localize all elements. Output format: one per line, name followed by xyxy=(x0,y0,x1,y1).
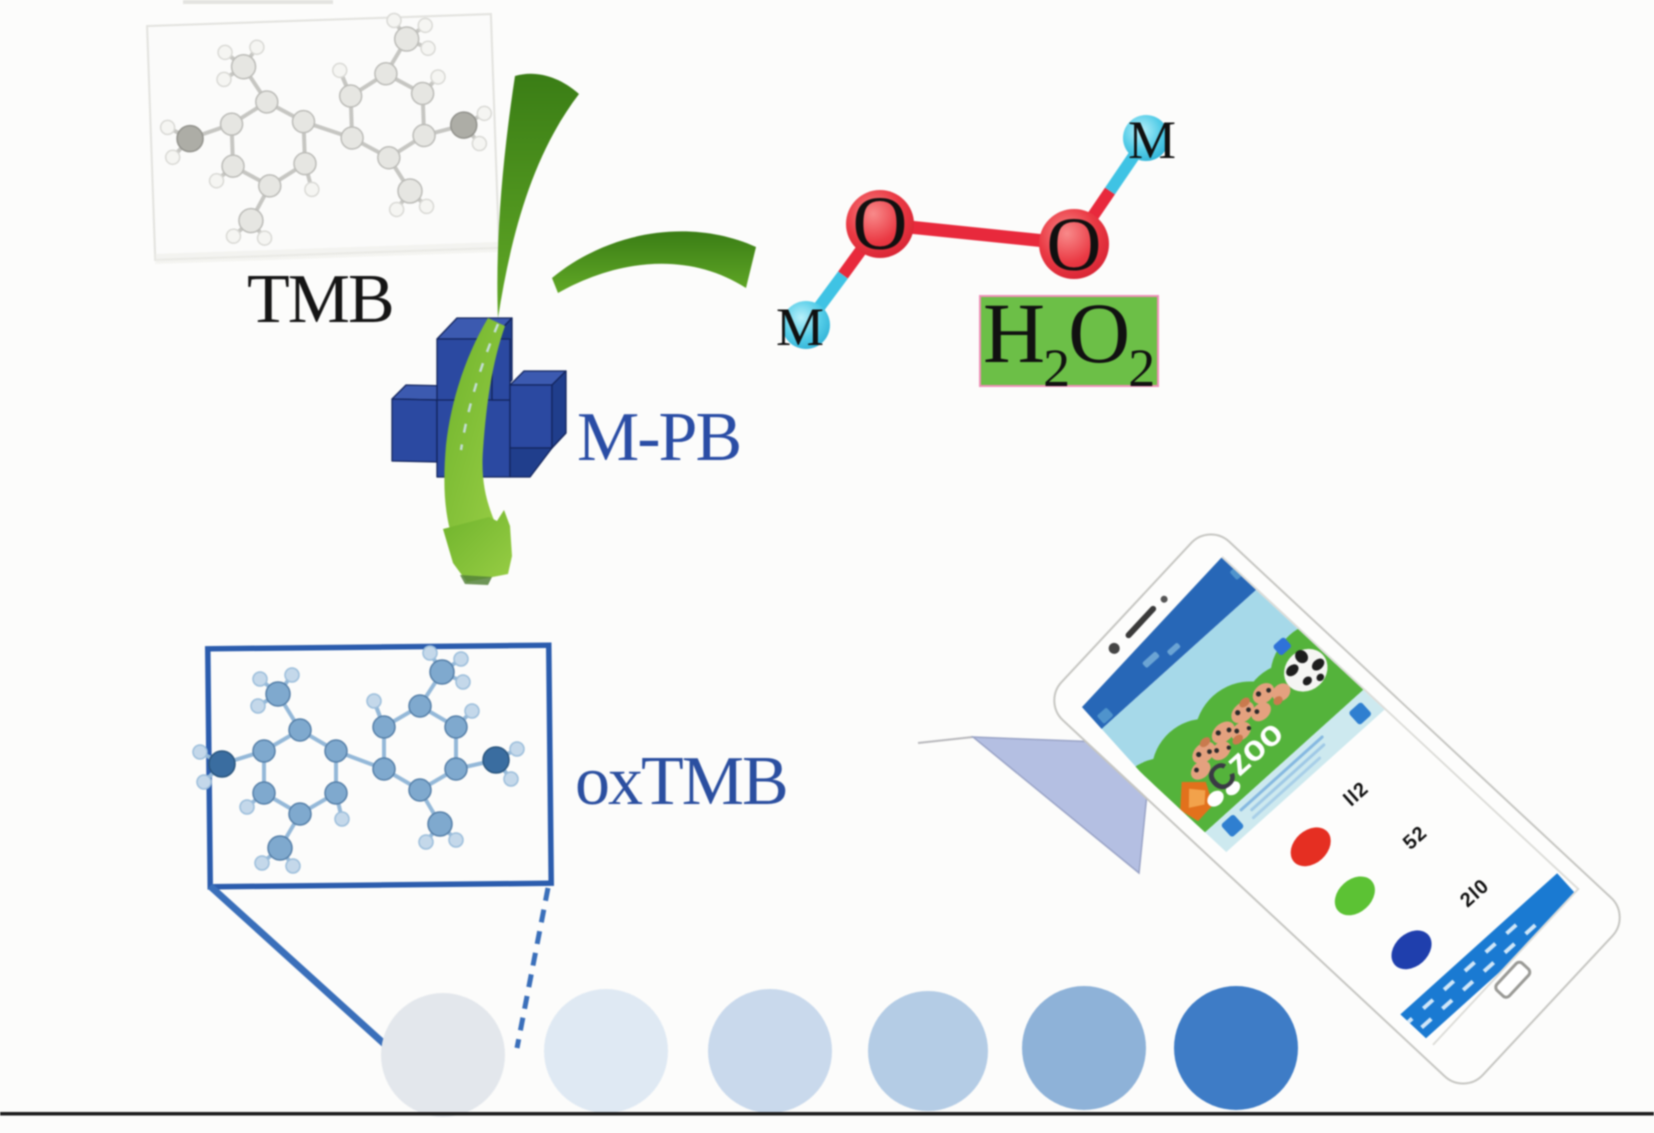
svg-text:M: M xyxy=(1128,110,1176,170)
svg-text:O: O xyxy=(1047,203,1102,287)
svg-text:O: O xyxy=(853,182,908,266)
svg-text:M: M xyxy=(776,297,824,357)
